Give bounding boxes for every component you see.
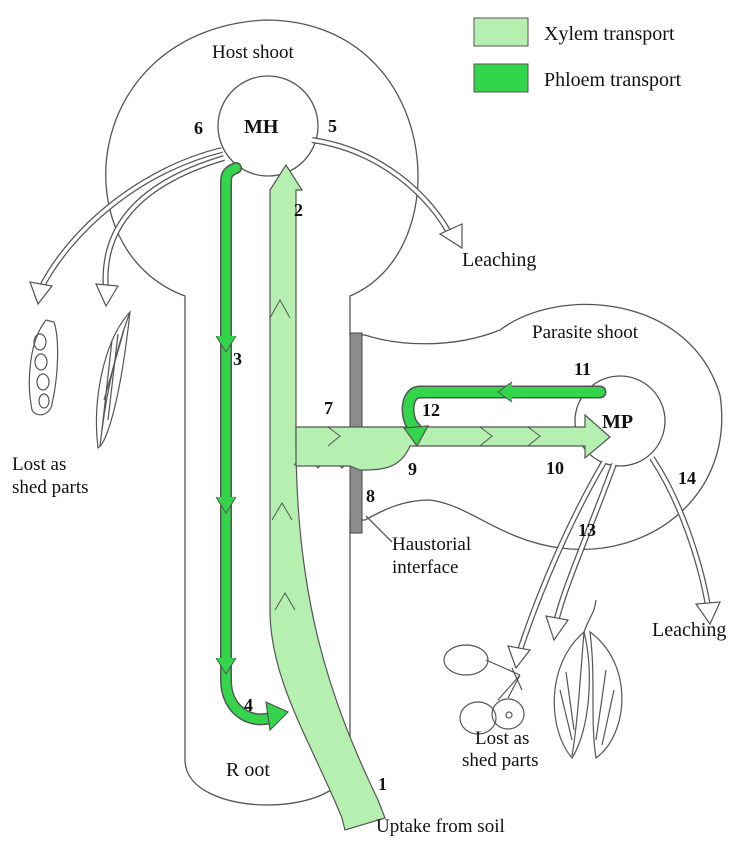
mh-pool-label: MH	[244, 116, 279, 138]
flow-number-14: 14	[678, 468, 696, 488]
root-label: R oot	[226, 759, 270, 781]
arrow-leaching-parasite-inner	[650, 457, 710, 607]
flow-number-7: 7	[324, 398, 333, 418]
host-shed-leaf-drawing	[95, 310, 131, 449]
phloem-host-down-fill	[221, 163, 275, 724]
arrow-shed-parasite-2-head	[545, 615, 570, 642]
arrow-shed-parasite-2-inner	[554, 463, 616, 623]
arrow-leaching-parasite-head	[694, 601, 721, 626]
arrow-shed-host-1-head	[29, 281, 54, 306]
flow-number-3: 3	[233, 349, 242, 369]
phloem-host-tick-2	[215, 496, 237, 514]
haustorial-label-2: interface	[392, 557, 458, 578]
flow-number-9: 9	[408, 459, 417, 479]
legend-phloem-swatch	[473, 63, 529, 93]
flow-number-1: 1	[378, 774, 387, 794]
flow-number-11: 11	[574, 359, 591, 379]
host-shoot-label: Host shoot	[212, 42, 295, 63]
legend-xylem-label: Xylem transport	[544, 23, 675, 45]
phloem-parasite-tick	[497, 381, 513, 403]
parasite-shoot-label: Parasite shoot	[532, 322, 639, 343]
lost-parasite-label-2: shed parts	[462, 750, 539, 771]
arrow-leaching-host-head	[438, 223, 463, 250]
flow-number-6: 6	[194, 118, 203, 138]
xylem-branch-tick-1	[327, 426, 341, 447]
xylem-tick-1	[269, 298, 291, 319]
flow-number-2: 2	[294, 200, 303, 220]
mp-pool-label: MP	[602, 411, 633, 433]
flow-number-8: 8	[366, 486, 375, 506]
arrow-shed-host-2-inner	[103, 156, 225, 291]
leaching-parasite-label: Leaching	[652, 619, 726, 641]
legend-phloem-label: Phloem transport	[544, 69, 682, 91]
lost-parasite-label-1: Lost as	[475, 728, 529, 749]
phloem-host-head	[265, 701, 290, 732]
haustorial-label-1: Haustorial	[392, 534, 471, 555]
xylem-branch-tick-3	[527, 426, 541, 447]
host-shed-pod-drawing	[28, 319, 59, 416]
haustorial-pointer	[365, 515, 393, 543]
mh-pool	[217, 75, 319, 177]
leaching-host-label: Leaching	[462, 249, 536, 271]
flow-number-12: 12	[422, 400, 440, 420]
arrow-shed-parasite-1-inner	[518, 461, 606, 651]
arrow-shed-parasite-1-head	[507, 645, 532, 670]
parasite-shed-leaf-drawing	[553, 599, 623, 760]
phloem-parasite-head	[402, 425, 430, 448]
phloem-host-tick-3	[215, 657, 237, 675]
lost-host-label-1: Lost as	[12, 454, 66, 475]
arrow-shed-host-1-inner	[38, 148, 223, 291]
parasite-shed-berries-drawing	[443, 644, 525, 735]
xylem-branch-to-parasite	[295, 413, 611, 471]
xylem-tick-3	[274, 592, 296, 611]
arrow-shed-host-2-head	[95, 283, 120, 308]
flow-number-13: 13	[578, 520, 596, 540]
flow-number-5: 5	[328, 116, 337, 136]
legend-xylem-swatch	[473, 17, 529, 47]
flow-number-4: 4	[244, 695, 253, 715]
arrow-leaching-host-inner	[311, 138, 454, 239]
xylem-tick-2	[271, 502, 293, 521]
phloem-parasite-return-fill	[403, 387, 605, 433]
xylem-main-column	[269, 163, 386, 831]
phloem-host-tick-1	[215, 335, 237, 353]
xylem-branch-tick-2	[479, 426, 493, 447]
flow-number-10: 10	[546, 458, 564, 478]
uptake-label: Uptake from soil	[376, 816, 505, 837]
lost-host-label-2: shed parts	[12, 477, 89, 498]
